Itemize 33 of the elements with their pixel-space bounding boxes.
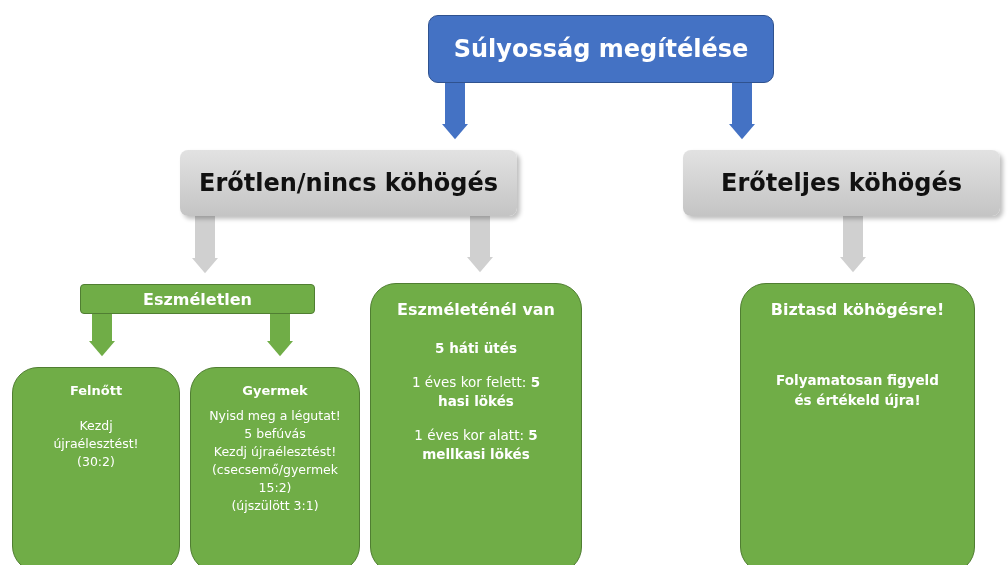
card-heading: Eszméleténél van (396, 299, 555, 321)
block-arrow (89, 314, 115, 357)
block-arrow (267, 314, 293, 357)
block-arrow (840, 216, 866, 273)
title-box (428, 15, 774, 83)
block-arrow (442, 83, 468, 140)
block-arrow (467, 216, 493, 273)
category-box (180, 150, 517, 216)
action-card (12, 367, 180, 565)
card-text: 5 háti ütés (434, 339, 518, 359)
condition-bar (80, 284, 315, 314)
card-text: Folyamatosan figyeld és értékeld újra! (775, 371, 940, 410)
card-heading: Gyermek (242, 382, 308, 400)
box-label: Erőtlen/nincs köhögés (199, 169, 498, 197)
card-text: 1 éves kor alatt: 5 mellkasi lökés (413, 425, 539, 465)
card-text: (csecsemő/gyermek 15:2) (210, 461, 340, 498)
box-label: Súlyosság megítélése (453, 35, 749, 63)
action-card (740, 283, 975, 565)
action-card (370, 283, 582, 565)
card-text: 5 befúvás (243, 424, 307, 443)
card-heading: Biztasd köhögésre! (770, 299, 945, 321)
category-box (683, 150, 1000, 216)
card-text: Kezdj újraélesztést! (30:2) (52, 416, 140, 472)
card-text: Nyisd meg a légutat! (208, 406, 342, 425)
block-arrow (192, 216, 218, 274)
card-heading: Felnőtt (69, 382, 123, 400)
box-label: Erőteljes köhögés (721, 169, 962, 197)
block-arrow (729, 83, 755, 140)
card-text: 1 éves kor felett: 5 hasi lökés (410, 372, 542, 412)
card-text: Kezdj újraélesztést! (212, 443, 338, 462)
box-label: Eszméletlen (143, 289, 252, 309)
action-card (190, 367, 360, 565)
card-text: (újszülött 3:1) (230, 497, 320, 516)
